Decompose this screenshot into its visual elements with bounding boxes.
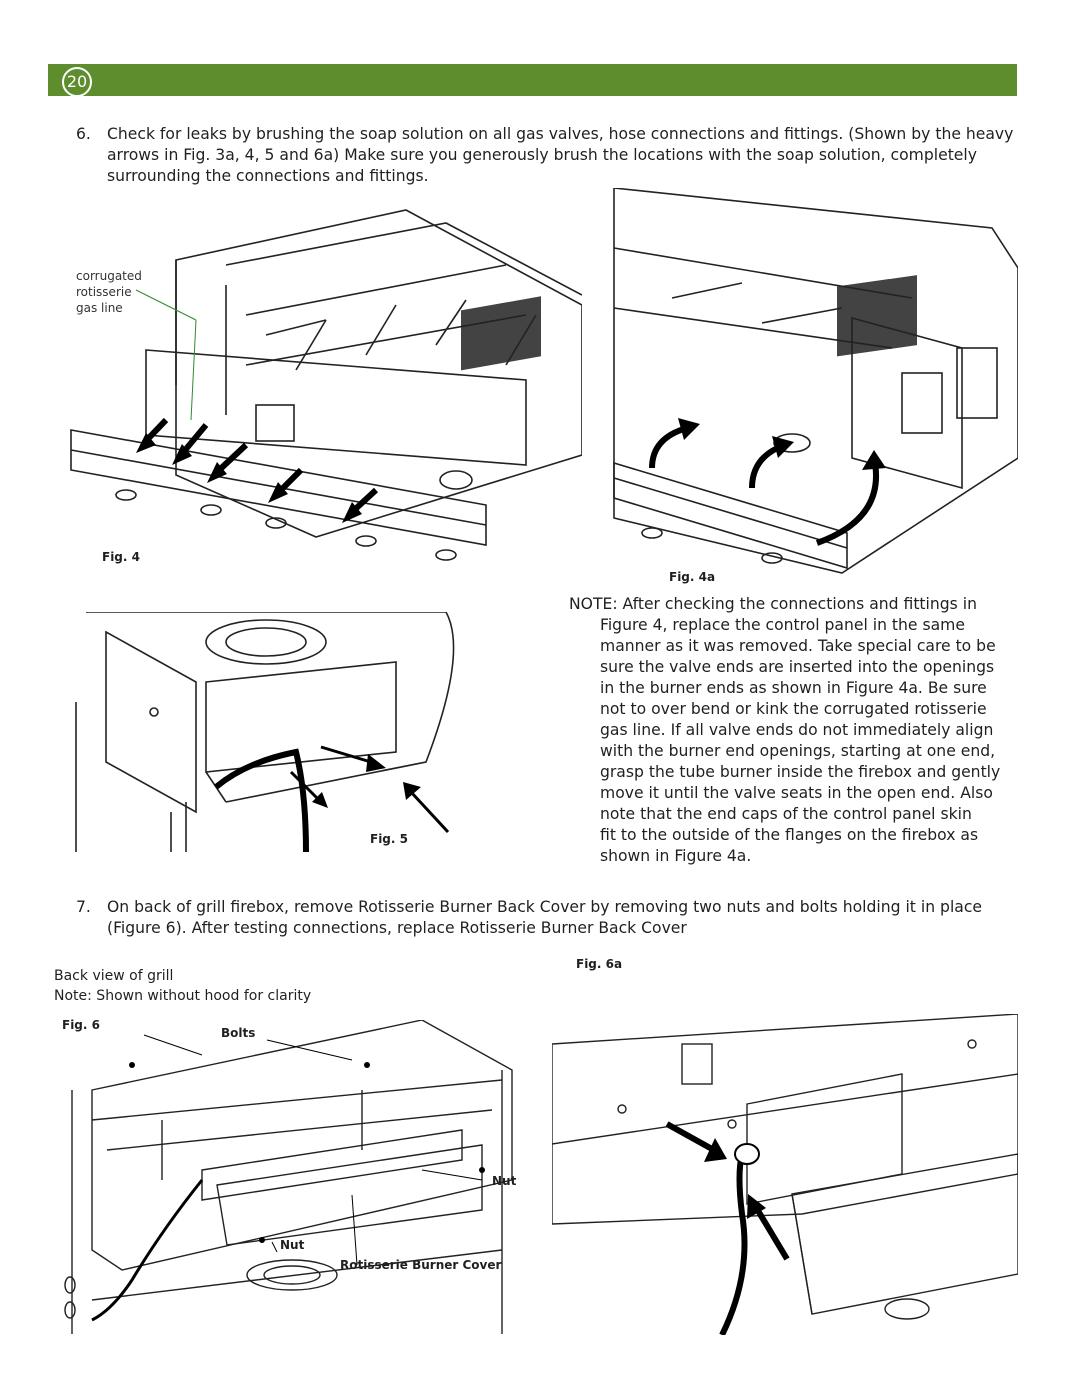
note-line-1: NOTE: After checking the connections and… — [569, 595, 977, 613]
step-6: 6. Check for leaks by brushing the soap … — [76, 124, 1021, 187]
fig5-illustration — [75, 612, 455, 852]
note-block: NOTE: After checking the connections and… — [569, 594, 1019, 867]
note-line-7: gas line. If all valve ends do not immed… — [600, 721, 994, 739]
step-7-number: 7. — [76, 898, 91, 916]
note-line-10: move it until the valve seats in the ope… — [600, 784, 993, 802]
fig6-nut-right-label: Nut — [492, 1174, 517, 1188]
fig4-callout-line-3: gas line — [76, 301, 123, 315]
note-line-4: sure the valve ends are inserted into th… — [600, 658, 995, 676]
page-number: 20 — [62, 67, 92, 97]
fig5-caption: Fig. 5 — [370, 832, 408, 846]
fig4a-caption: Fig. 4a — [669, 570, 716, 584]
fig6a-illustration — [552, 1014, 1018, 1335]
fig6-caption: Fig. 6 — [62, 1018, 100, 1032]
note-line-2: Figure 4, replace the control panel in t… — [600, 616, 965, 634]
note-line-13: shown in Figure 4a. — [600, 847, 752, 865]
note-line-8: with the burner end openings, starting a… — [600, 742, 996, 760]
fig6-cover-label: Rotisserie Burner Cover — [340, 1258, 502, 1272]
fig6-note: Note: Shown without hood for clarity — [54, 988, 312, 1004]
fig6-nut-left-label: Nut — [280, 1238, 305, 1252]
step-7: 7. On back of grill firebox, remove Roti… — [76, 897, 1021, 939]
fig4-callout-line-2: rotisserie — [76, 285, 132, 299]
fig4a-illustration — [613, 188, 1018, 574]
fig4-illustration — [70, 209, 582, 561]
fig6-illustration — [64, 1020, 513, 1334]
fig4-caption: Fig. 4 — [102, 550, 140, 564]
note-line-11: note that the end caps of the control pa… — [600, 805, 972, 823]
note-line-12: fit to the outside of the flanges on the… — [600, 826, 979, 844]
note-line-9: grasp the tube burner inside the firebox… — [600, 763, 1001, 781]
fig6-back-view: Back view of grill — [54, 968, 174, 984]
header-bar — [48, 64, 1017, 96]
note-line-3: manner as it was removed. Take special c… — [600, 637, 996, 655]
fig4-callout-line-1: corrugated — [76, 269, 142, 283]
step-6-text: Check for leaks by brushing the soap sol… — [107, 125, 1014, 185]
note-line-5: in the burner ends as shown in Figure 4a… — [600, 679, 987, 697]
fig6a-caption: Fig. 6a — [576, 957, 623, 971]
step-6-number: 6. — [76, 125, 91, 143]
step-7-text: On back of grill firebox, remove Rotisse… — [107, 898, 983, 937]
fig4-callout: corrugated rotisserie gas line — [76, 268, 166, 316]
fig6-bolts-label: Bolts — [221, 1026, 256, 1040]
note-line-6: not to over bend or kink the corrugated … — [600, 700, 987, 718]
